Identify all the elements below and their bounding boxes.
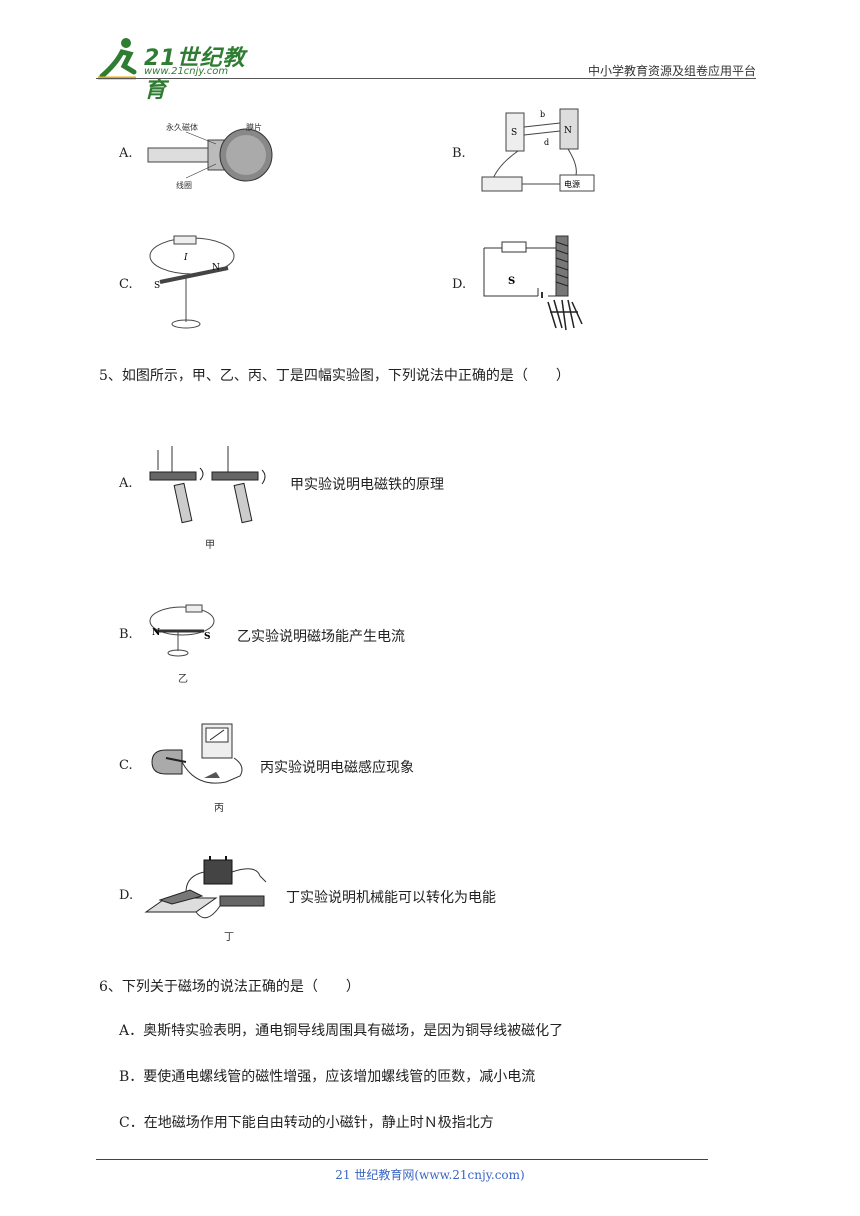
platform-name: 中小学教育资源及组卷应用平台 — [587, 64, 756, 78]
label-s: S — [204, 632, 211, 642]
label-switch: S — [508, 276, 515, 287]
label-s: S — [511, 128, 517, 138]
q5-option-a-statement: 甲实验说明电磁铁的原理 — [290, 477, 444, 493]
label-d: d — [544, 138, 549, 147]
q5-option-c-statement: 丙实验说明电磁感应现象 — [260, 760, 414, 776]
figure-jia — [149, 446, 266, 524]
label-b: b — [540, 110, 545, 119]
runner-logo-icon — [98, 38, 137, 80]
label-s: S — [154, 281, 160, 291]
footer-text: 21 世纪教育网(www.21cnjy.com) — [335, 1168, 525, 1182]
label-membrane: 膜片 — [246, 122, 262, 132]
header-divider — [96, 78, 756, 79]
label-permanent-magnet: 永久磁体 — [166, 122, 198, 132]
label-n: N — [152, 628, 160, 638]
label-n: N — [564, 126, 572, 136]
caption-yi: 乙 — [178, 674, 188, 685]
figure-ding — [144, 856, 267, 919]
caption-ding: 丁 — [224, 932, 234, 943]
caption-bing: 丙 — [214, 803, 224, 814]
q5-option-a-letter: A. — [119, 476, 133, 491]
q4-option-b: B. — [452, 146, 466, 161]
q5-option-c-letter: C. — [119, 758, 133, 773]
q6-option-c: C．在地磁场作用下能自由转动的小磁针，静止时Ｎ极指北方 — [119, 1115, 494, 1131]
q4-option-a: A. — [119, 146, 133, 161]
site-logo: 21世纪教育 www.21cnjy.com — [96, 36, 266, 103]
oersted-figure: S N I — [149, 235, 235, 329]
label-power: 电源 — [564, 179, 580, 189]
q6-option-a: A．奥斯特实验表明，通电铜导线周围具有磁场，是因为铜导线被磁化了 — [119, 1023, 564, 1039]
label-coil: 线圈 — [176, 180, 192, 190]
q5-option-b-statement: 乙实验说明磁场能产生电流 — [237, 629, 405, 645]
motor-figure: S N b d 电源 — [481, 108, 595, 192]
q6-option-b: B．要使通电螺线管的磁性增强，应该增加螺线管的匝数，减小电流 — [119, 1069, 536, 1085]
q5-option-d-statement: 丁实验说明机械能可以转化为电能 — [286, 890, 496, 906]
q4-option-c: C. — [119, 277, 133, 292]
logo-text: 21世纪教育 — [144, 46, 246, 103]
caption-jia: 甲 — [205, 540, 215, 551]
label-n: N — [212, 263, 220, 273]
footer-divider — [96, 1159, 708, 1160]
figure-yi: N S — [149, 604, 215, 657]
q4-option-d: D. — [452, 277, 467, 292]
q5-option-d-letter: D. — [119, 888, 134, 903]
figure-bing — [151, 723, 243, 784]
logo-url: www.21cnjy.com — [144, 66, 229, 77]
microphone-figure: 永久磁体 膜片 线圈 — [147, 122, 273, 190]
q5-option-b-letter: B. — [119, 627, 133, 642]
electromagnet-figure: S — [483, 235, 583, 331]
q6-question: 6、下列关于磁场的说法正确的是（ ） — [99, 979, 360, 995]
label-current: I — [183, 253, 188, 263]
q5-question: 5、如图所示，甲、乙、丙、丁是四幅实验图，下列说法中正确的是（ ） — [99, 368, 570, 384]
